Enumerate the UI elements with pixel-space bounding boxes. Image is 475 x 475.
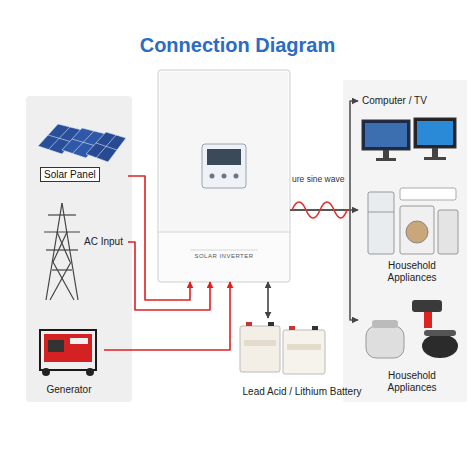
battery-node: Lead Acid / Lithium Battery [236,318,368,398]
right-panel [343,80,467,402]
sine-wave-path [292,202,347,218]
solar-panel-icon [38,124,126,162]
connector [290,210,358,320]
tower-icon [44,203,80,300]
battery-icon [240,322,325,374]
inverter-body [158,70,290,282]
node-label: Household Appliances [373,370,451,393]
computer-tv-icon [362,118,456,161]
generator-icon [40,330,96,376]
diagram-title: Connection Diagram [0,34,475,57]
node-label: Solar Panel [40,167,100,183]
load-node: Household Appliances [358,296,466,396]
inverter-box: SOLAR INVERTER [158,70,290,282]
wave-label: ure sine wave [292,174,344,184]
source-node: Solar Panel [36,116,128,184]
load-node: Computer / TV [358,92,466,174]
node-label: Computer / TV [362,95,427,107]
connector [290,101,358,210]
connector [104,282,230,350]
node-label: AC Input [84,236,123,248]
connector [128,242,210,310]
appliance-icon [366,300,458,358]
node-label: Lead Acid / Lithium Battery [243,386,362,398]
connector [128,176,190,300]
source-node: AC Input [84,234,128,250]
left-panel [26,96,132,402]
node-label: Generator [46,384,91,396]
node-label: SOLAR INVERTER [194,253,253,260]
source-node: Generator [34,322,104,396]
load-node: Household Appliances [358,186,466,286]
node-label: Household Appliances [373,260,451,283]
appliance-icon [368,188,458,254]
connector [267,282,269,318]
